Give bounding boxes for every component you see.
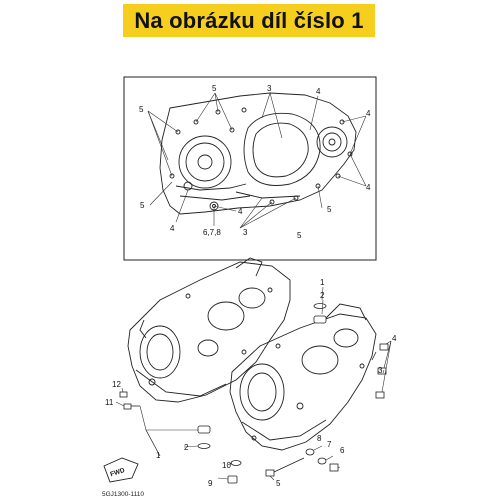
upper-leader-lines	[147, 92, 367, 229]
o-ring-upper	[313, 303, 327, 309]
banner-title: Na obrázku díl číslo 1	[134, 7, 364, 33]
bolt-4c	[375, 391, 385, 399]
upper-callout-1: 5	[139, 105, 144, 114]
o-ring-lower	[197, 443, 211, 449]
lower-callout-5: 12	[112, 380, 121, 389]
lower-callout-4: 3	[378, 366, 383, 375]
lower-callout-11: 6	[340, 446, 345, 455]
bolt-4a	[371, 343, 389, 361]
bolt-5-head	[265, 469, 275, 477]
upper-callout-9: 4	[170, 224, 175, 233]
washer-7	[317, 457, 327, 465]
upper-callout-8: 5	[327, 205, 332, 214]
upper-callout-2: 5	[212, 84, 217, 93]
plug-9	[227, 475, 238, 484]
lower-callout-7: 2	[184, 443, 189, 452]
title-banner: Na obrázku díl číslo 1	[123, 4, 375, 37]
dowel-pin-upper	[313, 315, 327, 324]
crankcase-assembled	[159, 92, 357, 215]
lower-callout-12: 10	[222, 461, 231, 470]
lower-callout-8: 1	[156, 451, 161, 460]
bolt-6	[329, 463, 339, 472]
fwd-label: FWD	[109, 467, 126, 478]
upper-callout-5: 5	[140, 201, 145, 210]
fwd-arrow-icon: FWD	[103, 457, 139, 483]
upper-callout-3: 3	[267, 84, 272, 93]
lower-callout-1: 1	[320, 278, 325, 287]
lower-callout-2: 2	[320, 291, 325, 300]
bolt-11-head	[123, 403, 132, 410]
upper-callout-12: 3	[243, 228, 248, 237]
upper-callout-11: 4	[238, 207, 243, 216]
hardware-parts	[119, 303, 389, 484]
gasket-10	[230, 460, 242, 466]
lower-callout-14: 5	[276, 479, 281, 488]
washer-8	[305, 448, 315, 456]
upper-callout-7: 4	[366, 183, 371, 192]
right-crankcase-half	[229, 303, 377, 451]
plug-12	[119, 391, 128, 398]
left-crankcase-half	[127, 257, 291, 403]
upper-callout-10: 6,7,8	[203, 228, 221, 237]
lower-callout-10: 7	[327, 440, 332, 449]
dowel-pin-lower	[197, 425, 211, 434]
drawing-code: 5GJ1300-1110	[102, 491, 145, 498]
lower-callout-3: 4	[392, 334, 397, 343]
lower-leader-lines	[115, 286, 392, 481]
lower-callout-9: 8	[317, 434, 322, 443]
lower-callout-6: 11	[105, 398, 114, 407]
upper-callout-4: 4	[316, 87, 321, 96]
upper-view-frame	[123, 76, 377, 261]
upper-callout-13: 5	[297, 231, 302, 240]
lower-callout-13: 9	[208, 479, 213, 488]
upper-callout-6: 4	[366, 109, 371, 118]
